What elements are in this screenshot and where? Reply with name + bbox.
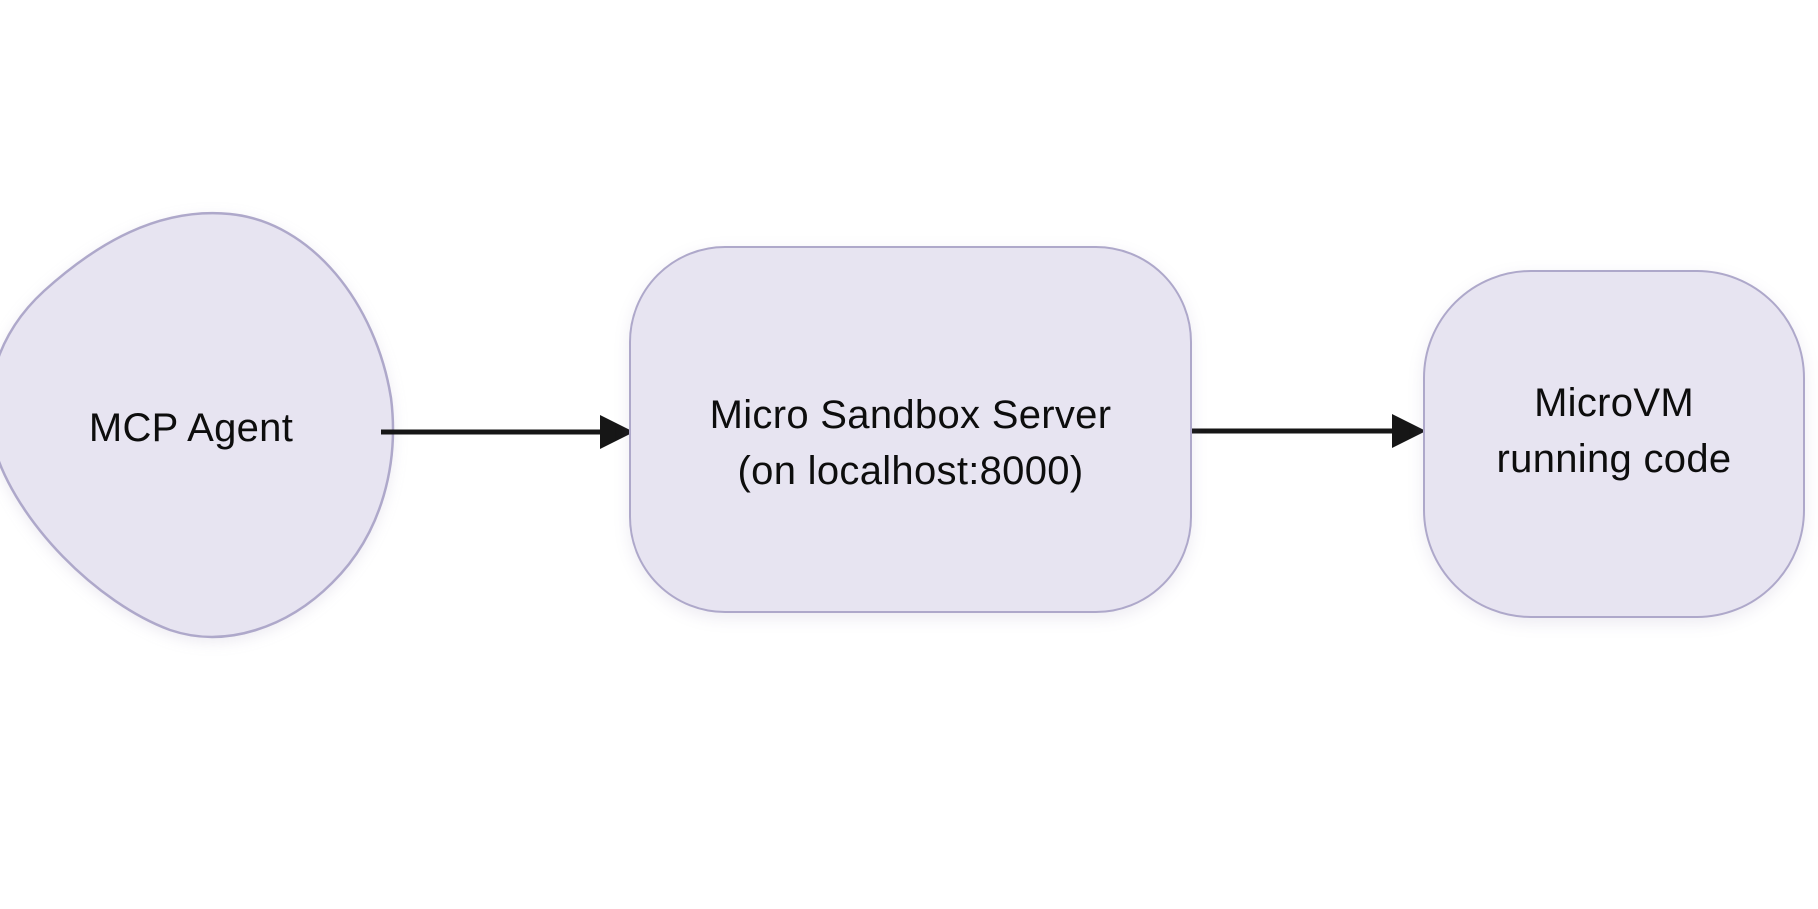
mcp-agent-node: MCP Agent xyxy=(0,216,392,640)
arrow-server-to-vm xyxy=(1186,414,1426,448)
sandbox-server-label-line2: (on localhost:8000) xyxy=(737,448,1084,493)
sandbox-server-node: Micro Sandbox Server (on localhost:8000) xyxy=(629,246,1192,613)
microvm-label-line1: MicroVM xyxy=(1534,381,1694,425)
microvm-label-line2: running code xyxy=(1496,437,1732,481)
mcp-agent-blob-shape xyxy=(0,211,395,639)
arrowhead-right-icon xyxy=(1392,414,1426,448)
sandbox-server-label-line1: Micro Sandbox Server xyxy=(709,392,1112,437)
mcp-agent-label: MCP Agent xyxy=(88,405,294,450)
arrow-agent-to-server xyxy=(381,415,634,449)
arrowhead-right-icon xyxy=(600,415,634,449)
microvm-node: MicroVM running code xyxy=(1423,270,1805,618)
